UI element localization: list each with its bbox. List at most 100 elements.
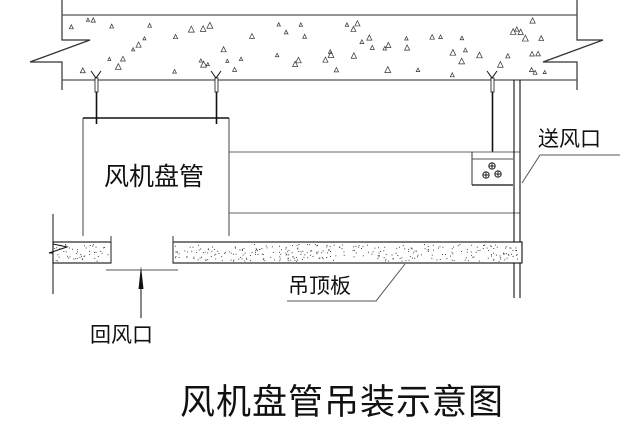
texture-dot (452, 253, 454, 255)
texture-dot (298, 251, 300, 252)
texture-dot (251, 252, 253, 254)
texture-dot (383, 257, 385, 259)
texture-dot (306, 252, 308, 254)
aggregate-mark (403, 44, 411, 51)
texture-dot (224, 252, 226, 253)
slab-left-break (29, 0, 91, 90)
texture-dot (288, 254, 290, 256)
texture-dot (281, 249, 282, 251)
texture-dot (197, 259, 199, 261)
texture-dot (378, 247, 379, 249)
texture-dot (215, 253, 217, 255)
texture-dot (442, 246, 444, 248)
texture-dot (270, 256, 272, 258)
texture-dot (208, 249, 210, 251)
aggregate-mark (429, 33, 436, 40)
texture-dot (508, 254, 510, 256)
aggregate-mark (107, 56, 112, 61)
texture-dot (314, 244, 316, 246)
texture-dot (94, 252, 95, 253)
texture-dot (193, 256, 195, 258)
texture-dot (279, 251, 280, 253)
aggregate-mark (85, 17, 91, 22)
texture-dot (396, 247, 398, 249)
texture-dot (97, 256, 99, 257)
texture-dot (431, 257, 433, 259)
texture-dot (207, 252, 209, 254)
texture-dot (367, 244, 368, 246)
diagram-title: 风机盘管吊装示意图 (180, 383, 505, 423)
texture-dot (318, 257, 320, 259)
aggregate-mark (298, 22, 304, 27)
texture-dot (239, 257, 241, 258)
supply-air-outlet-label: 送风口 (538, 127, 601, 151)
texture-dot (516, 254, 518, 256)
texture-dot (401, 257, 403, 259)
texture-dot (200, 248, 202, 250)
aggregate-mark (459, 35, 465, 41)
aggregate-mark (187, 25, 195, 33)
texture-dot (175, 251, 177, 253)
texture-dot (291, 252, 293, 254)
texture-dot (89, 250, 90, 252)
texture-dot (289, 259, 291, 261)
aggregate-mark (90, 17, 96, 23)
aggregate-mark (366, 34, 373, 41)
texture-dot (286, 254, 288, 256)
texture-dot (442, 253, 443, 255)
leader-lines (287, 154, 620, 302)
texture-dot (191, 250, 193, 252)
texture-dot (101, 252, 103, 254)
texture-dot (83, 255, 85, 257)
aggregate-mark (172, 33, 179, 40)
texture-dot (242, 254, 244, 256)
texture-dot (224, 253, 226, 254)
aggregate-mark (354, 19, 361, 27)
ceiling-hangers (90, 70, 498, 152)
texture-dot (304, 254, 306, 256)
texture-dot (256, 250, 258, 252)
supply-duct (229, 151, 520, 214)
texture-dot (388, 260, 390, 262)
texture-dot (317, 251, 319, 253)
texture-dot (321, 252, 323, 254)
texture-dot (186, 256, 188, 258)
texture-dot (65, 251, 67, 253)
texture-dot (193, 258, 195, 259)
texture-dot (459, 244, 461, 246)
texture-dot (63, 251, 65, 252)
texture-dot (255, 250, 257, 252)
texture-dot (196, 252, 198, 253)
aggregate-mark (114, 62, 122, 70)
texture-dot (263, 258, 265, 260)
texture-dot (506, 257, 508, 259)
texture-dot (198, 244, 199, 246)
texture-dot (285, 247, 287, 249)
texture-dot (341, 248, 343, 250)
texture-dot (361, 248, 362, 249)
texture-dot (69, 256, 71, 258)
texture-dot (408, 251, 410, 252)
texture-dot (472, 256, 474, 258)
texture-dot (266, 247, 268, 249)
texture-dot (296, 248, 298, 250)
texture-dot (368, 251, 369, 253)
texture-dot (255, 251, 256, 253)
texture-dot (217, 250, 219, 252)
aggregate-mark (496, 60, 504, 68)
texture-dot (95, 251, 97, 253)
texture-dot (353, 256, 355, 258)
texture-dot (343, 251, 345, 253)
texture-dot (338, 246, 340, 248)
aggregate-mark (449, 48, 457, 56)
texture-dot (292, 245, 293, 246)
texture-dot (257, 253, 259, 255)
texture-dot (280, 253, 282, 255)
texture-dot (176, 251, 178, 253)
texture-dot (457, 245, 459, 247)
texture-dot (451, 259, 453, 261)
aggregate-mark (535, 50, 541, 57)
texture-dot (362, 246, 364, 248)
texture-dot (235, 253, 237, 255)
texture-dot (211, 251, 213, 253)
